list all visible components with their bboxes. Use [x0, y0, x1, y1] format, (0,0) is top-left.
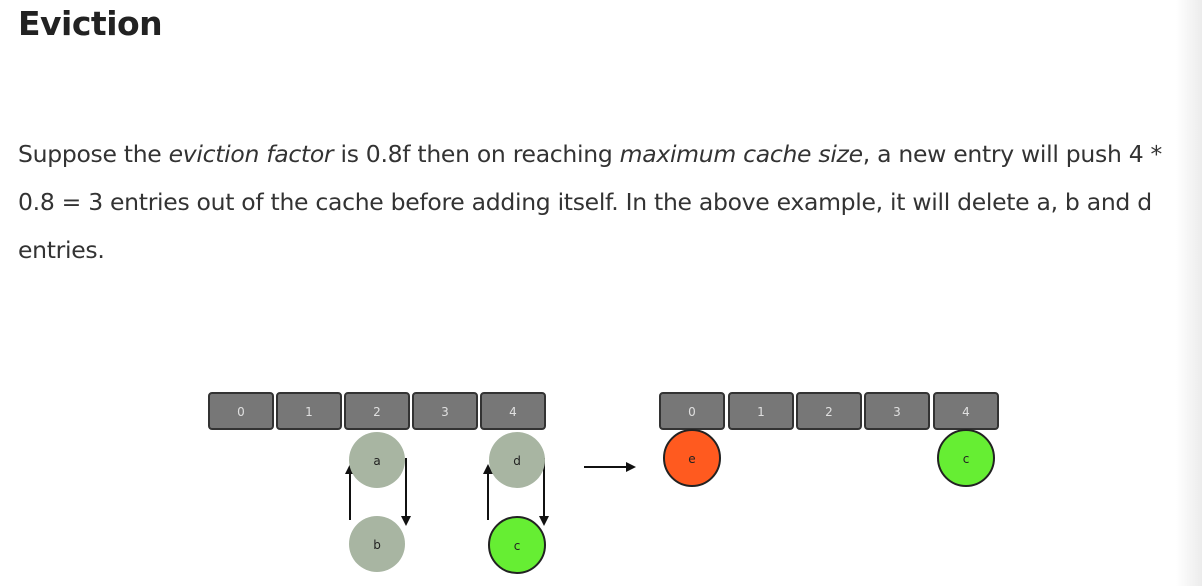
node-b: [349, 516, 405, 572]
section-heading: Eviction: [18, 4, 163, 43]
node-e: [663, 429, 721, 487]
slot-box: [796, 392, 862, 430]
slot-box: [412, 392, 478, 430]
term-max-cache-size: maximum cache size: [619, 139, 863, 168]
text-segment: is 0.8f then on reaching: [333, 139, 620, 168]
before-chain-arrows: [345, 458, 549, 526]
slot-index: 3: [441, 405, 449, 419]
text-segment: Suppose the: [18, 139, 169, 168]
slot-index: 3: [893, 405, 901, 419]
before-nodes: a b d c: [349, 432, 546, 574]
slot-index: 0: [688, 405, 696, 419]
node-label: d: [513, 454, 521, 468]
node-a: [349, 432, 405, 488]
slot-index: 4: [509, 405, 517, 419]
slot-box: [344, 392, 410, 430]
slot-box: [480, 392, 546, 430]
eviction-description: Suppose the eviction factor is 0.8f then…: [18, 130, 1194, 274]
node-c: [488, 516, 546, 574]
node-c: [937, 429, 995, 487]
page-edge-shadow: [1176, 0, 1202, 586]
slot-box: [864, 392, 930, 430]
text-segment: , a new entry will push 4 * 0.8 = 3 entr…: [18, 139, 1162, 264]
after-nodes: e c: [663, 429, 995, 487]
node-label: a: [373, 454, 380, 468]
term-eviction-factor: eviction factor: [168, 139, 334, 168]
slot-box: [208, 392, 274, 430]
node-label: e: [688, 452, 695, 466]
after-slot-array: 0 1 2 3 4: [659, 392, 999, 430]
node-label: c: [514, 539, 521, 553]
slot-index: 1: [305, 405, 313, 419]
slot-index: 2: [373, 405, 381, 419]
node-d: [489, 432, 545, 488]
node-label: b: [373, 538, 381, 552]
slot-index: 0: [237, 405, 245, 419]
before-slot-array: 0 1 2 3 4: [208, 392, 546, 430]
slot-index: 4: [962, 405, 970, 419]
slot-box: [276, 392, 342, 430]
slot-box: [728, 392, 794, 430]
node-label: c: [963, 452, 970, 466]
slot-index: 2: [825, 405, 833, 419]
slot-index: 1: [757, 405, 765, 419]
